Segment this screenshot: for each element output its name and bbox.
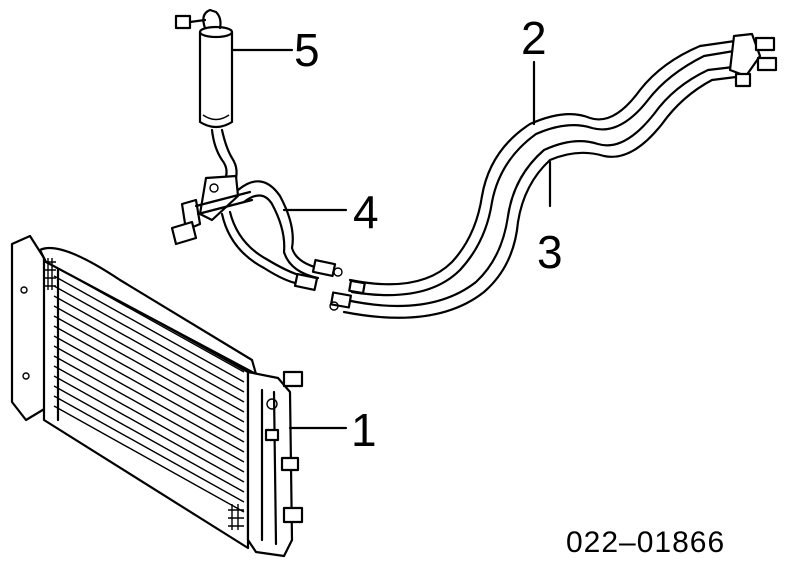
reference-code: 022–01866 — [566, 526, 725, 559]
callout-2: 2 — [521, 12, 547, 64]
callout-5: 5 — [294, 24, 320, 76]
callout-1: 1 — [351, 404, 377, 456]
cooler-lines — [329, 32, 778, 319]
filter-canister — [174, 8, 238, 186]
leader-lines — [230, 48, 552, 430]
return-hose — [220, 180, 343, 292]
callout-3: 3 — [537, 226, 563, 278]
callout-4: 4 — [353, 186, 379, 238]
radiator — [10, 234, 304, 558]
